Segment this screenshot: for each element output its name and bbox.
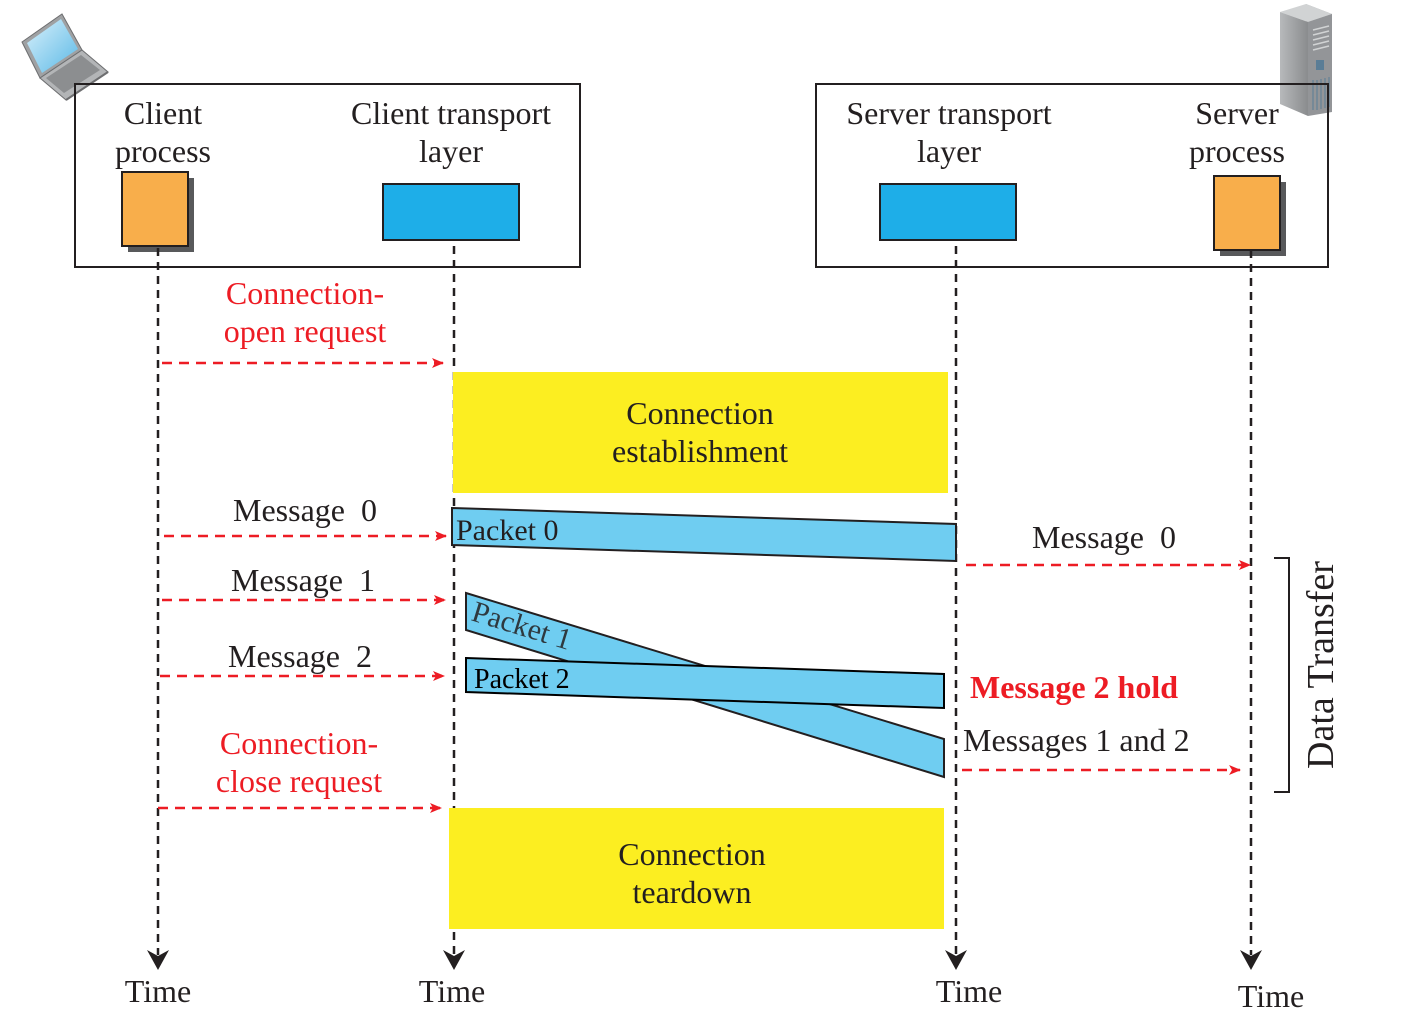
timeline-arrowhead-icon <box>443 950 465 970</box>
data-transfer-label: Data Transfer <box>1300 561 1342 769</box>
timeline-arrowhead-icon <box>945 950 967 970</box>
time-label-server-transport: Time <box>936 973 1002 1009</box>
server-box: Server transport layer Server process <box>815 83 1329 268</box>
timeline-arrowhead-icon <box>1240 950 1262 970</box>
client-message-0-label: Message 0 <box>233 492 377 528</box>
server-transport-block <box>879 183 1017 241</box>
close-request-label-line2: close request <box>216 763 382 799</box>
time-label-client-transport: Time <box>419 973 485 1009</box>
establishment-label-line1: Connection <box>626 395 774 431</box>
time-label-client-process: Time <box>125 973 191 1009</box>
teardown-label-line1: Connection <box>618 836 766 872</box>
time-label-server-process: Time <box>1238 978 1304 1014</box>
server-transport-label-line2: layer <box>917 133 981 169</box>
client-process-block <box>121 171 189 247</box>
laptop-icon <box>21 13 109 101</box>
client-transport-block <box>382 183 520 241</box>
connection-teardown-block <box>449 808 944 929</box>
server-process-block <box>1213 175 1281 251</box>
server-tower-icon <box>1280 4 1332 116</box>
client-transport-label-line1: Client transport <box>351 95 551 131</box>
timeline-arrowhead-icon <box>147 950 169 970</box>
close-request-label-line1: Connection- <box>220 725 378 761</box>
client-transport-label-line2: layer <box>419 133 483 169</box>
packet-0 <box>451 506 957 563</box>
client-process-label-line2: process <box>115 133 211 169</box>
establishment-label-line2: establishment <box>612 433 788 469</box>
packet-2 <box>465 656 945 710</box>
server-process-label-line2: process <box>1189 133 1285 169</box>
client-box: Client process Client transport layer <box>74 83 581 268</box>
client-message-1-label: Message 1 <box>231 562 375 598</box>
message-2-hold-note: Message 2 hold <box>970 669 1178 705</box>
server-message-0-label: Message 0 <box>1032 519 1176 555</box>
open-request-label-line2: open request <box>224 313 387 349</box>
open-request-label-line1: Connection- <box>226 275 384 311</box>
server-transport-label-line1: Server transport <box>846 95 1051 131</box>
server-messages-1-2-label: Messages 1 and 2 <box>963 722 1190 758</box>
server-process-label-line1: Server <box>1195 95 1279 131</box>
packet-0-label: Packet 0 <box>456 514 558 547</box>
connection-establishment-block <box>453 372 948 493</box>
teardown-label-line2: teardown <box>632 874 751 910</box>
client-message-2-label: Message 2 <box>228 638 372 674</box>
data-transfer-bracket <box>1274 557 1290 793</box>
packet-2-label: Packet 2 <box>474 664 570 695</box>
client-process-label-line1: Client <box>124 95 202 131</box>
